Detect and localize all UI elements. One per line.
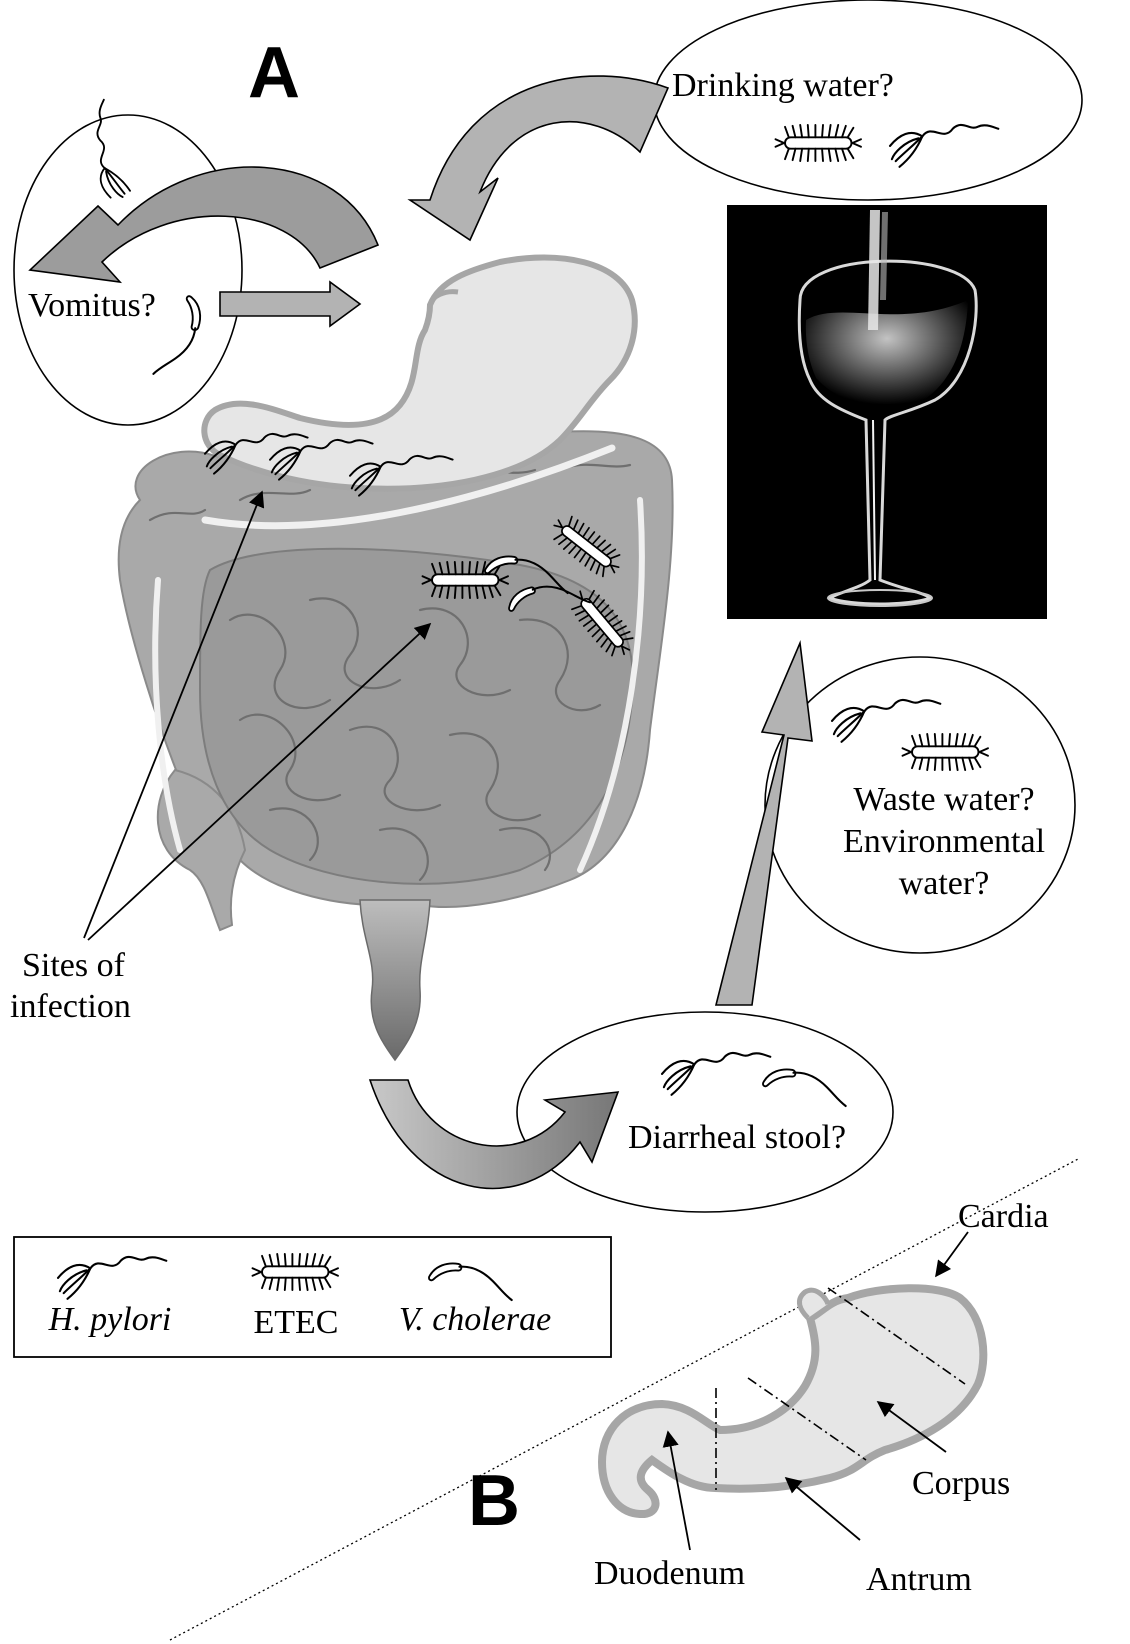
pointer-cardia	[936, 1232, 968, 1276]
panel-b-label: B	[468, 1461, 520, 1541]
drinking-glass-photo	[727, 205, 1047, 619]
sites-of-infection-line2: infection	[10, 988, 131, 1025]
vomitus-label: Vomitus?	[28, 287, 156, 324]
waste-water-line3: water?	[899, 865, 990, 902]
waste-water-line1: Waste water?	[853, 781, 1034, 818]
sites-of-infection-line1: Sites of	[22, 947, 126, 984]
region-label-corpus: Corpus	[912, 1465, 1010, 1502]
region-label-antrum: Antrum	[866, 1561, 972, 1598]
legend-label-v-cholerae: V. cholerae	[399, 1301, 551, 1338]
region-label-cardia: Cardia	[958, 1198, 1049, 1235]
panel-a-label: A	[248, 33, 300, 113]
legend-label-h-pylori: H. pylori	[48, 1301, 172, 1338]
drinking-water-label: Drinking water?	[672, 67, 894, 104]
water-to-host-arrow	[410, 76, 668, 240]
pointer-antrum	[786, 1478, 860, 1540]
legend-label-etec: ETEC	[254, 1304, 339, 1341]
diarrheal-stool-label: Diarrheal stool?	[628, 1119, 846, 1156]
legend: H. pylori ETEC V. cholerae	[14, 1237, 611, 1357]
region-label-duodenum: Duodenum	[594, 1555, 745, 1592]
waste-water-line2: Environmental	[843, 823, 1045, 860]
